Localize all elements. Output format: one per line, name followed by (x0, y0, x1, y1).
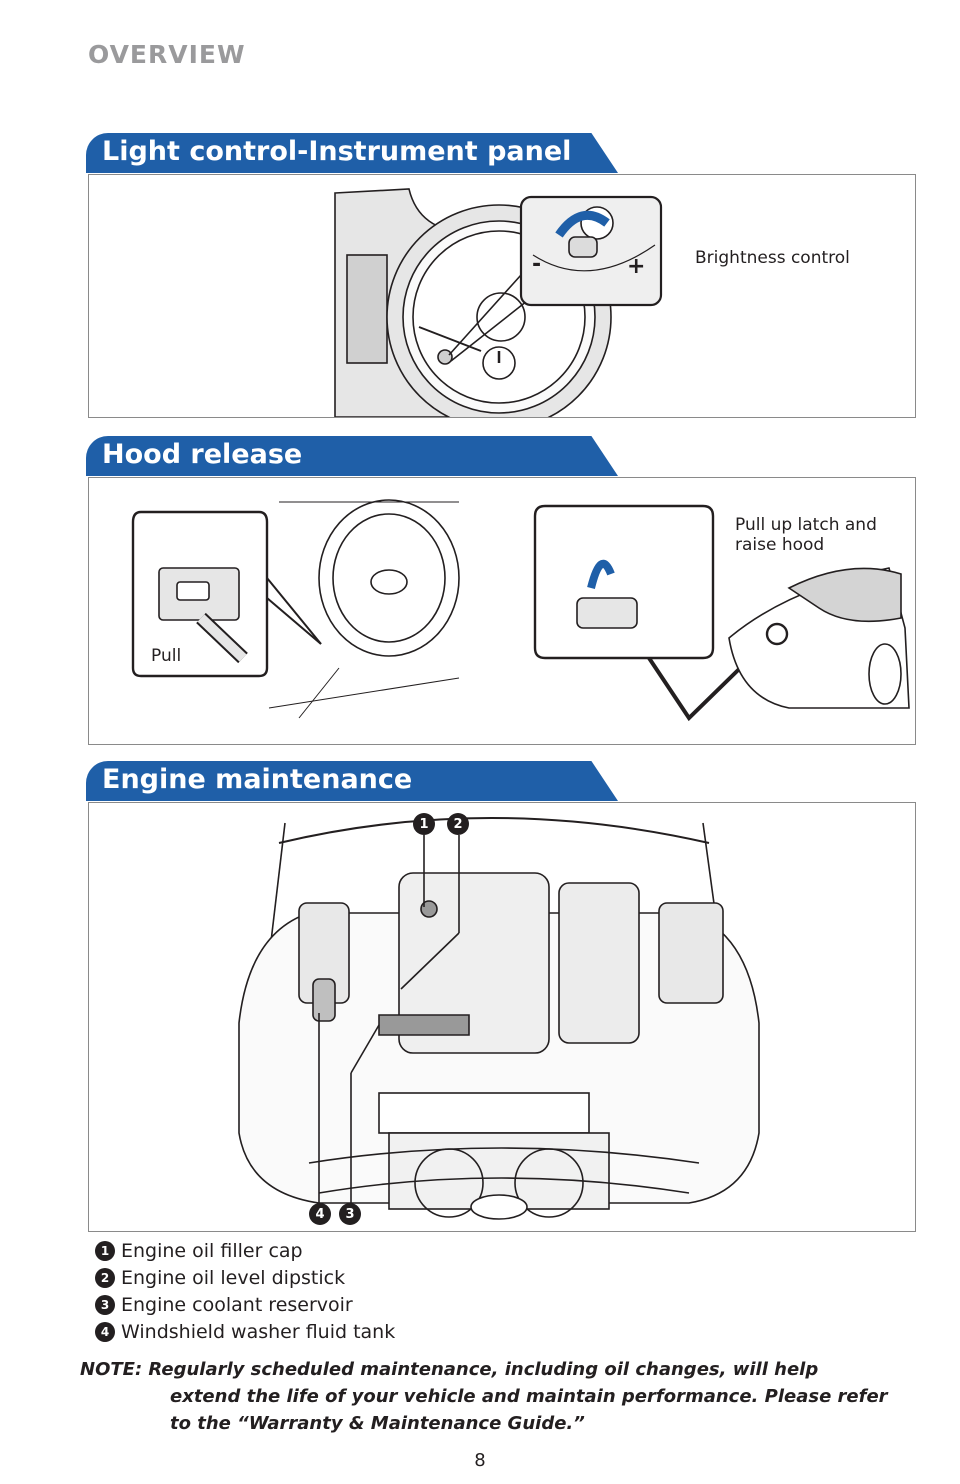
engine-maintenance-panel: 1 2 4 3 (88, 802, 916, 1232)
note-line-2: extend the life of your vehicle and main… (170, 1386, 888, 1407)
legend-label-oil-filler-cap: Engine oil filler cap (121, 1239, 303, 1262)
engine-bay-illustration (238, 817, 760, 1220)
note-line-3: to the “Warranty & Maintenance Guide.” (170, 1413, 585, 1434)
legend-item: 4 Windshield washer fluid tank (95, 1318, 395, 1345)
brightness-plus-label: + (627, 254, 646, 279)
callout-2-badge: 2 (447, 813, 469, 835)
hood-release-illustration (131, 499, 910, 722)
note-line-1: NOTE: Regularly scheduled maintenance, i… (80, 1359, 819, 1380)
hood-release-tab: Hood release (86, 436, 618, 476)
brightness-minus-label: - (532, 252, 542, 277)
callout-3-badge: 3 (339, 1203, 361, 1225)
legend-item: 2 Engine oil level dipstick (95, 1264, 395, 1291)
callout-1-badge: 1 (413, 813, 435, 835)
engine-legend: 1 Engine oil filler cap 2 Engine oil lev… (95, 1237, 395, 1345)
legend-number-3: 3 (95, 1294, 115, 1315)
hood-release-panel: Pull Pull up latch and raise hood (88, 477, 916, 745)
legend-number-1: 1 (95, 1240, 115, 1261)
instrument-panel-illustration (334, 188, 663, 417)
light-control-tab: Light control-Instrument panel (86, 133, 618, 173)
legend-item: 1 Engine oil filler cap (95, 1237, 395, 1264)
light-control-panel: - + Brightness control (88, 174, 916, 418)
legend-label-coolant-reservoir: Engine coolant reservoir (121, 1293, 353, 1316)
latch-label-line1: Pull up latch and (735, 515, 877, 535)
engine-maintenance-tab: Engine maintenance (86, 761, 618, 801)
section-header: OVERVIEW (88, 40, 246, 69)
pull-label: Pull (151, 646, 182, 666)
brightness-control-label: Brightness control (695, 248, 850, 268)
legend-item: 3 Engine coolant reservoir (95, 1291, 395, 1318)
maintenance-note: NOTE: Regularly scheduled maintenance, i… (80, 1356, 920, 1437)
page-number: 8 (474, 1450, 486, 1471)
latch-label-line2: raise hood (735, 535, 825, 555)
legend-number-2: 2 (95, 1267, 115, 1288)
callout-4-badge: 4 (309, 1203, 331, 1225)
light-control-title: Light control-Instrument panel (102, 136, 572, 167)
hood-release-title: Hood release (102, 439, 303, 470)
legend-label-dipstick: Engine oil level dipstick (121, 1266, 346, 1289)
legend-label-washer-fluid-tank: Windshield washer fluid tank (121, 1320, 396, 1343)
legend-number-4: 4 (95, 1321, 115, 1342)
engine-maintenance-title: Engine maintenance (102, 764, 413, 795)
